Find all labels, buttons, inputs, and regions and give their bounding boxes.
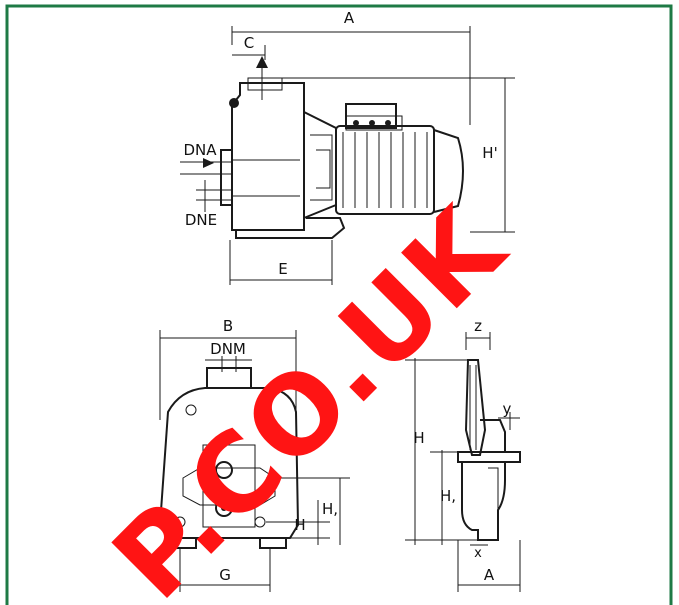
dim-label-H-prime: H' [482,144,497,162]
pump-end-elevation: z y H H, x A [405,317,521,592]
dim-label-DNE: DNE [185,211,217,229]
dim-label-G: G [219,566,231,584]
dim-label-x: x [474,546,482,561]
dim-label-A-side: A [484,566,495,584]
dim-label-H-side: H [413,429,424,447]
dim-label-A-top: A [344,9,355,27]
dim-label-z: z [474,317,482,335]
pump-side-elevation: A C H' DNA DNE E [180,9,515,285]
dim-label-y: y [503,400,512,418]
pump-front-elevation: B DNM G H H, [158,317,350,592]
dim-label-E: E [278,260,287,278]
dim-label-H-front: H [294,516,305,534]
dim-label-C: C [244,34,254,52]
dim-label-H1-side: H, [440,487,456,505]
dim-label-DNM: DNM [210,340,246,358]
svg-text:P.CO.UK: P.CO.UK [90,184,530,605]
dim-label-B: B [223,317,233,335]
dim-label-DNA: DNA [183,141,217,159]
watermark-logo: P.CO.UK [90,184,530,605]
dim-label-H2-front: H, [322,500,338,518]
drawing-border [5,4,673,605]
